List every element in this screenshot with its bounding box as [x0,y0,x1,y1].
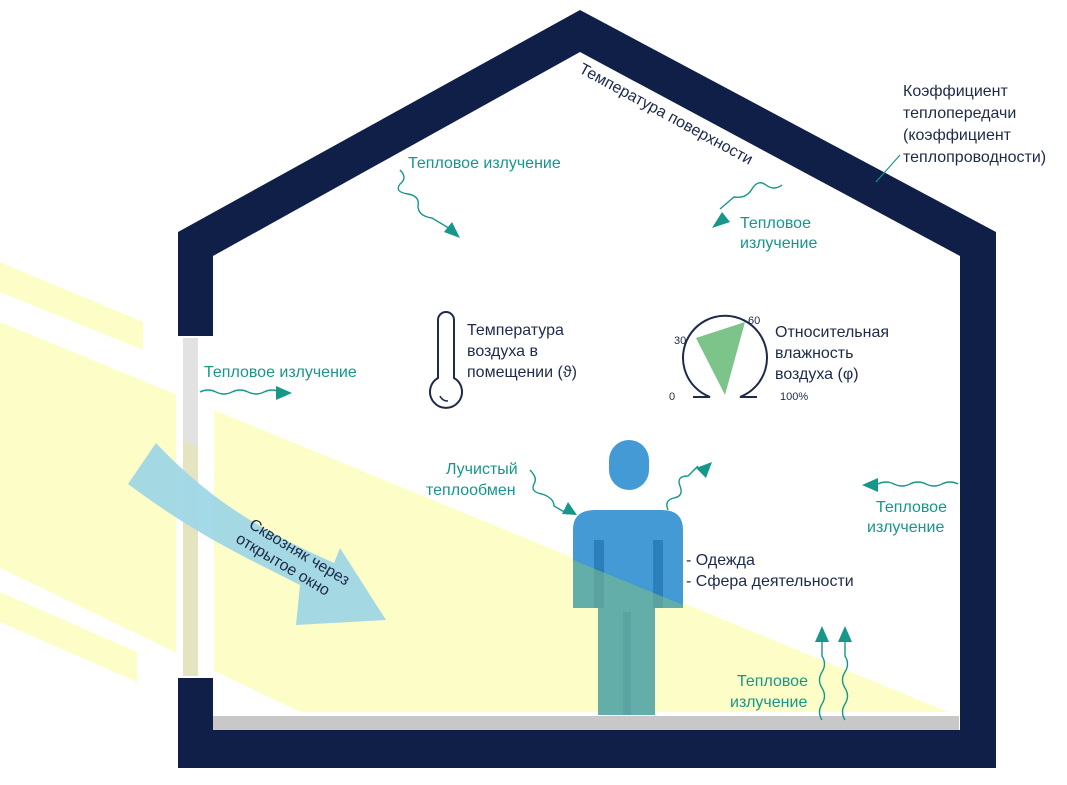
labels-radiation-top-right-1-text: излучение [740,235,817,252]
labels-radiant-exchange-1-text: теплообмен [426,482,516,499]
heat-radiation-arrows [199,169,959,721]
labels-radiation-window-text: Тепловое излучение [204,364,357,381]
labels-humidity-1-text: влажность [775,345,853,362]
humidity-gauge-ticks-1-text: 30 [674,335,686,347]
labels-transfer-coef-3-text: теплопроводности) [903,149,1046,166]
labels-person-factors-1-text: - Сфера деятельности [686,573,854,590]
draft-arrow [128,443,386,625]
floor [213,716,959,730]
humidity-gauge-ticks-2-text: 60 [748,315,760,327]
labels-person-factors-0-text: - Одежда [686,552,755,569]
labels-humidity-0-text: Относительная [775,324,889,341]
thermometer-icon [429,311,463,409]
labels-radiation-floor-1-text: излучение [730,694,807,711]
labels-humidity-2-text: воздуха (φ) [775,366,859,383]
labels-radiation-right-0-text: Тепловое [876,499,947,516]
leader-line [875,154,901,183]
labels-transfer-coef-0-text: Коэффициент [903,83,1008,100]
humidity-gauge: 0 30 60 100% [669,314,808,403]
sunlight-beams [0,262,948,712]
humidity-gauge-ticks-3-text: 100% [780,391,808,403]
labels-radiation-top-right-0-text: Тепловое [740,215,811,232]
labels-radiation-right-1-text: излучение [867,519,944,536]
humidity-gauge-ticks-0-text: 0 [669,391,675,403]
labels-transfer-coef-1-text: теплопередачи [903,105,1016,122]
labels-air-temp-2-text: помещении (ϑ) [467,364,577,381]
labels-radiation-floor-0-text: Тепловое [737,673,808,690]
labels-radiant-exchange-0-text: Лучистый [446,461,518,478]
labels-air-temp-0-text: Температура [467,322,564,339]
person-figure [573,440,683,715]
labels-radiation-top-left-text: Тепловое излучение [408,155,561,172]
labels-transfer-coef-2-text: (коэффициент [903,127,1012,144]
labels-air-temp-1-text: воздуха в [467,343,538,360]
